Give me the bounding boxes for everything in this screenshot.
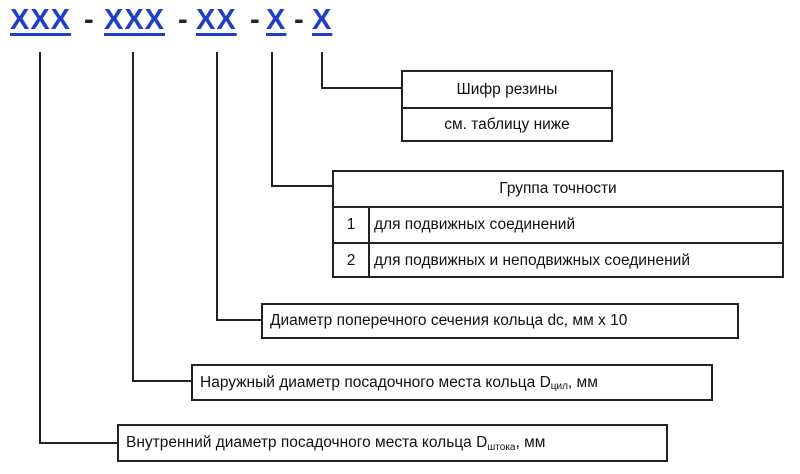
cross-section-box: Диаметр поперечного сечения кольца dc, м… <box>261 303 739 339</box>
inner-diameter-box: Внутренний диаметр посадочного места кол… <box>117 424 668 462</box>
rubber-divider <box>403 107 611 109</box>
outer-diameter-label: Наружный диаметр посадочного места кольц… <box>200 373 551 391</box>
leader-line-outer <box>132 52 192 382</box>
cross-section-label: Диаметр поперечного сечения кольца dc, м… <box>270 312 628 329</box>
inner-diameter-label: Внутренний диаметр посадочного места кол… <box>126 434 488 451</box>
code-dash-4: - <box>294 4 305 36</box>
accuracy-row-text: для подвижных и неподвижных соединений <box>374 251 690 269</box>
accuracy-group-table: Группа точности 1 для подвижных соединен… <box>332 170 784 278</box>
leader-line-rubber <box>321 52 402 89</box>
inner-diameter-unit: , мм <box>515 434 546 451</box>
code-segment-1: XXX <box>10 4 72 36</box>
outer-diameter-subscript: цил <box>550 381 568 392</box>
accuracy-row-text: для подвижных соединений <box>374 215 576 233</box>
leader-line-cross-section <box>216 52 262 321</box>
accuracy-column-divider <box>368 207 370 278</box>
code-dash-1: - <box>84 4 95 36</box>
inner-diameter-subscript: штока <box>487 441 516 453</box>
outer-diameter-unit: , мм <box>567 373 598 391</box>
accuracy-title: Группа точности <box>499 180 617 197</box>
code-segment-3: XX <box>196 4 237 36</box>
code-segment-4: X <box>266 4 287 36</box>
outer-diameter-box: Наружный диаметр посадочного места кольц… <box>191 364 713 401</box>
code-dash-2: - <box>178 4 189 36</box>
accuracy-divider-1 <box>334 206 782 208</box>
rubber-note: см. таблицу ниже <box>444 115 570 133</box>
leader-line-accuracy <box>271 52 333 187</box>
accuracy-row-number: 2 <box>346 251 356 269</box>
leader-line-inner <box>39 52 118 444</box>
code-segment-5: X <box>312 4 333 36</box>
code-dash-3: - <box>250 4 261 36</box>
accuracy-divider-2 <box>334 242 782 244</box>
accuracy-row-2: 2 для подвижных и неподвижных соединений <box>334 244 782 277</box>
rubber-code-box: Шифр резины см. таблицу ниже <box>401 70 613 142</box>
accuracy-row-1: 1 для подвижных соединений <box>334 208 782 241</box>
rubber-title: Шифр резины <box>456 80 558 98</box>
accuracy-row-number: 1 <box>346 215 356 233</box>
code-segment-2: XXX <box>104 4 166 36</box>
